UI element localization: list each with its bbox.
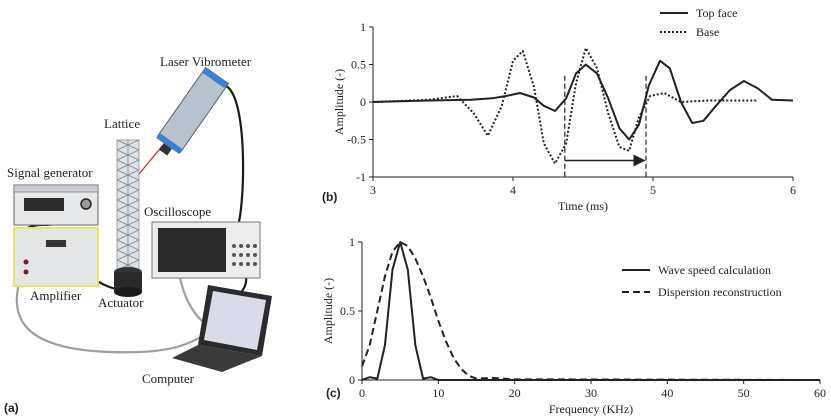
computer: [172, 285, 272, 372]
x-tick-label: 10: [432, 386, 444, 400]
legend-label: Wave speed calculation: [658, 263, 771, 277]
label-signal-generator: Signal generator: [7, 165, 93, 180]
legend-label: Dispersion reconstruction: [658, 285, 782, 299]
panel-label: (c): [326, 386, 341, 400]
y-tick-label: 0.5: [340, 304, 355, 318]
oscilloscope-knob: [239, 253, 243, 257]
label-computer: Computer: [142, 371, 195, 386]
oscilloscope-knob: [246, 262, 250, 266]
x-tick-label: 0: [359, 386, 365, 400]
x-tick-label: 40: [661, 386, 673, 400]
x-tick-label: 50: [738, 386, 750, 400]
oscilloscope-knob: [239, 262, 243, 266]
y-tick-label: 1: [360, 20, 366, 34]
y-axis-label: Amplitude (-): [321, 278, 335, 344]
series-line-wave-speed-calculation: [361, 241, 820, 381]
label-laser-vibrometer: Laser Vibrometer: [160, 54, 252, 69]
oscilloscope-knob: [232, 262, 236, 266]
oscilloscope-knob: [232, 244, 236, 248]
y-tick-label: -1: [356, 170, 366, 184]
y-tick-label: 0: [349, 373, 355, 387]
legend-label: Top face: [696, 6, 737, 20]
x-tick-label: 6: [790, 183, 796, 197]
x-tick-label: 5: [650, 183, 656, 197]
panel-label-a: (a): [4, 401, 19, 415]
series-line-top-face: [372, 59, 794, 141]
oscilloscope-knob: [239, 244, 243, 248]
setup-panel: Laser Vibrometer Lattice Actuator Signal…: [4, 54, 272, 415]
signal-generator: [13, 184, 99, 226]
label-oscilloscope: Oscilloscope: [144, 204, 211, 219]
panel-label: (b): [322, 190, 337, 204]
legend-label: Base: [696, 25, 719, 39]
oscilloscope-knob: [246, 244, 250, 248]
y-tick-label: 0: [360, 95, 366, 109]
oscilloscope-knob: [253, 262, 257, 266]
y-tick-label: 1: [349, 235, 355, 249]
amplifier: [13, 227, 99, 287]
oscilloscope-knob: [232, 253, 236, 257]
label-actuator: Actuator: [98, 295, 144, 310]
y-tick-label: -0.5: [347, 133, 366, 147]
actuator: [114, 267, 142, 297]
x-axis-label: Frequency (KHz): [549, 402, 633, 416]
x-tick-label: 3: [370, 183, 376, 197]
y-tick-label: 0.5: [351, 58, 366, 72]
label-lattice: Lattice: [104, 116, 140, 131]
oscilloscope-knob: [246, 253, 250, 257]
oscilloscope-knob: [253, 244, 257, 248]
cable-gray-1: [15, 286, 217, 354]
x-tick-label: 4: [510, 183, 516, 197]
series-line-dispersion-reconstruction: [361, 241, 821, 381]
x-tick-label: 20: [509, 386, 521, 400]
label-amplifier: Amplifier: [30, 288, 82, 303]
x-axis-label: Time (ms): [558, 199, 608, 213]
series-line-base: [372, 47, 758, 165]
y-axis-label: Amplitude (-): [332, 69, 346, 135]
lattice: [116, 139, 140, 271]
oscilloscope-knob: [253, 253, 257, 257]
x-tick-label: 60: [814, 386, 826, 400]
laser-vibrometer: [156, 66, 230, 156]
x-tick-label: 30: [585, 386, 597, 400]
oscilloscope: [151, 221, 261, 279]
